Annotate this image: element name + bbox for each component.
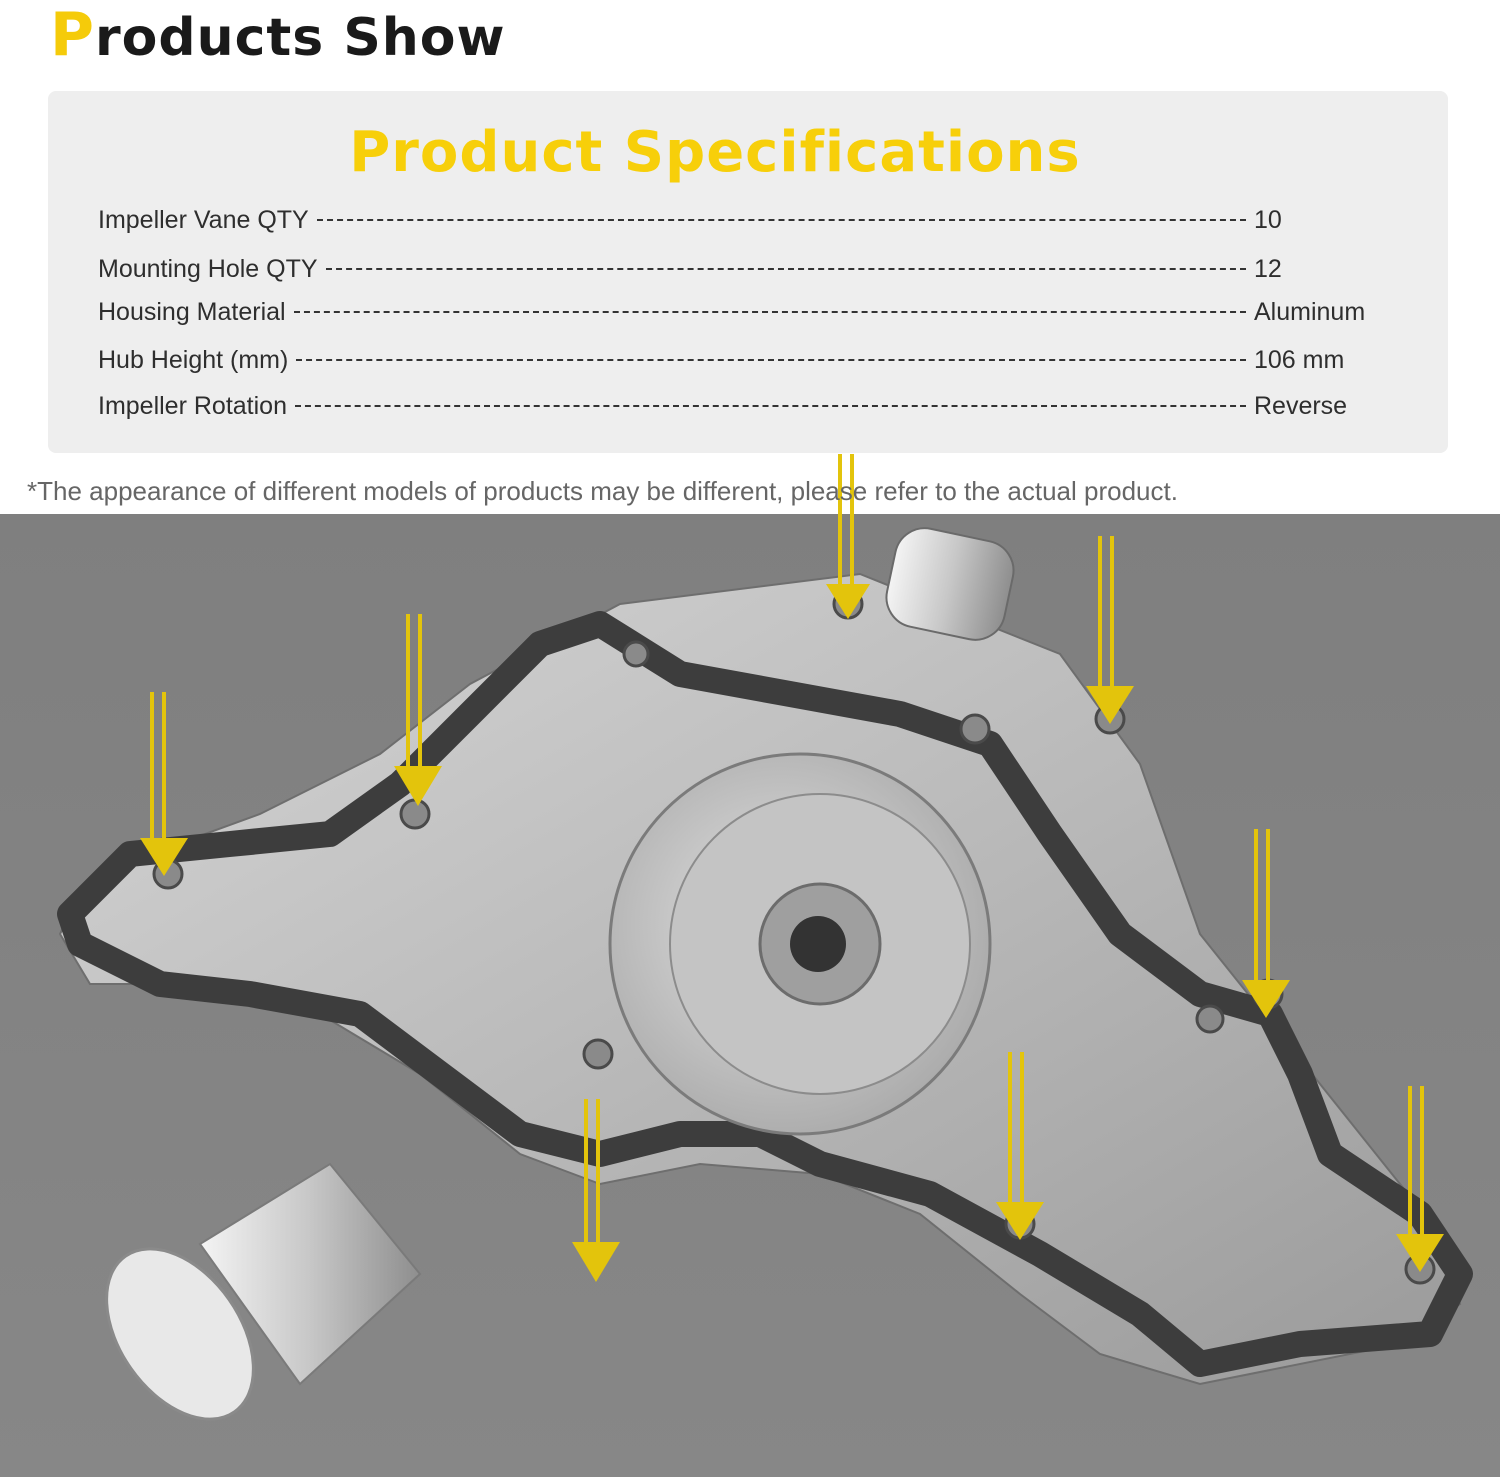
- sensor-boss: [885, 527, 1015, 641]
- arrow-icon: [1396, 1086, 1444, 1272]
- spec-leader-line: [325, 268, 1246, 270]
- spec-leader-line: [293, 311, 1246, 313]
- product-photo: [0, 514, 1500, 1477]
- spec-row-impeller-rotation: Impeller Rotation Reverse: [98, 389, 1378, 423]
- spec-leader-line: [294, 405, 1246, 407]
- arrow-icon: [394, 614, 442, 806]
- arrow-icon: [996, 1052, 1044, 1240]
- spec-title: Product Specifications: [349, 120, 1081, 185]
- spec-row-impeller-vane: Impeller Vane QTY 10: [98, 203, 1378, 237]
- spec-label: Hub Height (mm): [98, 345, 289, 374]
- arrow-icon: [1242, 829, 1290, 1018]
- header-title: roducts Show: [94, 8, 506, 68]
- shaft: [790, 916, 846, 972]
- spec-row-housing-material: Housing Material Aluminum: [98, 295, 1378, 329]
- arrow-icon: [1086, 536, 1134, 724]
- outlet-pipe: [198, 1162, 422, 1386]
- arrow-icon: [826, 514, 870, 619]
- disclaimer-text: *The appearance of different models of p…: [27, 476, 1178, 506]
- header-accent-letter: P: [50, 0, 95, 70]
- spec-label: Mounting Hole QTY: [98, 254, 318, 283]
- water-pump-illustration: [57, 514, 1473, 1421]
- spec-label: Impeller Rotation: [98, 391, 287, 420]
- spec-row-hub-height: Hub Height (mm) 106 mm: [98, 343, 1378, 377]
- spec-leader-line: [296, 359, 1246, 361]
- spec-value: 10: [1254, 205, 1282, 234]
- arrow-icon: [572, 1099, 620, 1282]
- spec-label: Housing Material: [98, 297, 286, 326]
- spec-label: Impeller Vane QTY: [98, 205, 309, 234]
- spec-row-mounting-hole: Mounting Hole QTY 12: [98, 252, 1378, 286]
- spec-leader-line: [316, 219, 1246, 221]
- spec-value: Reverse: [1254, 391, 1348, 420]
- arrow-icon: [140, 692, 188, 876]
- gasket: [57, 611, 1473, 1377]
- spec-value: Aluminum: [1254, 297, 1366, 326]
- page-header: Products Show: [50, 0, 506, 70]
- spec-card: [48, 91, 1448, 453]
- spec-value: 12: [1254, 254, 1282, 283]
- outlet-pipe-end: [105, 1247, 255, 1421]
- hole-arrows: [140, 514, 1444, 1282]
- arrow-tail-icon: [838, 454, 854, 514]
- spec-value: 106 mm: [1254, 345, 1345, 374]
